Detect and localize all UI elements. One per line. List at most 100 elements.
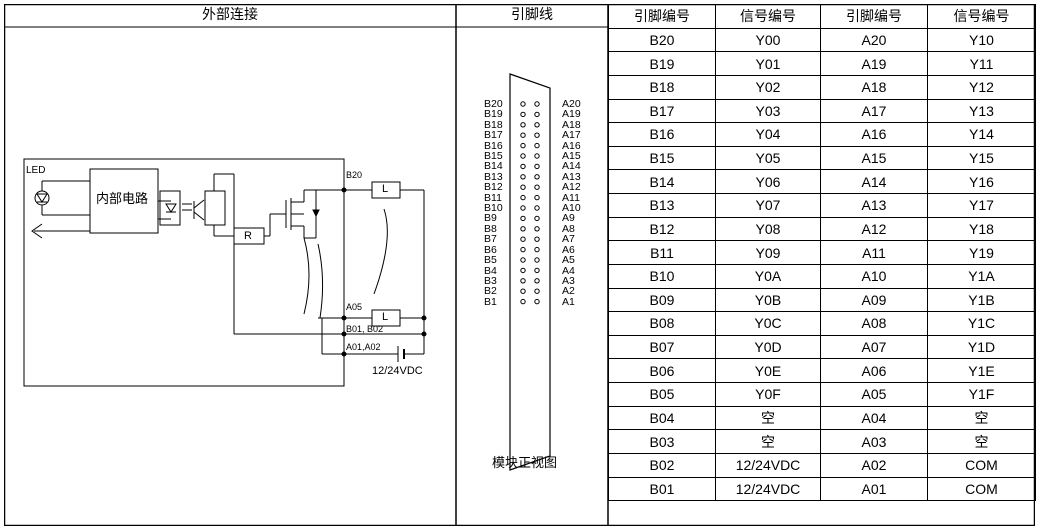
connector-pin-dot: [520, 174, 526, 180]
connector-pin-dot: [520, 184, 526, 190]
table-cell: Y02: [715, 74, 821, 100]
connector-pin-label: A16: [562, 139, 581, 152]
supply-label: 12/24VDC: [372, 365, 423, 377]
connector-pin-dot: [520, 163, 526, 170]
table-cell: Y14: [927, 122, 1036, 147]
table-cell: 空: [715, 429, 821, 454]
table-cell: A10: [820, 263, 928, 289]
table-cell: Y15: [927, 145, 1036, 171]
connector-pin-label: B9: [484, 212, 497, 225]
connector-pin-label: B16: [484, 139, 503, 152]
table-cell: Y0E: [715, 358, 821, 383]
connector-pin-label: A11: [562, 191, 580, 204]
connector-caption: 模块正视图: [492, 456, 558, 471]
header-pin-line: 引脚线: [511, 7, 553, 23]
connector-pin-dot: [520, 298, 526, 305]
table-cell: B04: [608, 405, 716, 431]
connector-pin-label: B13: [484, 170, 503, 183]
connector-pin-label: A5: [562, 254, 575, 267]
connector-pin-dot: [534, 246, 540, 253]
table-cell: B16: [608, 122, 716, 147]
connector-pin-label: B1: [484, 295, 497, 308]
table-header-row: 引脚编号 信号编号 引脚编号 信号编号: [608, 4, 1036, 29]
table-cell: Y03: [715, 98, 821, 124]
col-signal-no-a: 信号编号: [927, 4, 1036, 29]
b20-label: B20: [346, 170, 363, 180]
table-cell: Y19: [927, 240, 1036, 265]
table-cell: Y18: [927, 216, 1036, 242]
table-cell: B13: [608, 193, 716, 218]
internal-circuit-label: 内部电路: [96, 192, 149, 207]
connector-pin-label: B15: [484, 150, 503, 163]
table-cell: A11: [820, 240, 928, 265]
connector-pin-dot: [534, 153, 540, 159]
table-cell: Y0C: [715, 311, 821, 336]
table-cell: Y04: [715, 122, 821, 147]
connector-pin-dot: [520, 246, 526, 253]
table-cell: A07: [820, 334, 928, 360]
connector-pin-label: A17: [562, 129, 581, 142]
a01-a02-label: A01,A02: [346, 342, 381, 352]
load-label-1: L: [382, 183, 389, 195]
connector-pin-dot: [520, 226, 526, 232]
connector-pin-dot: [534, 132, 540, 138]
table-cell: B11: [608, 240, 716, 265]
table-cell: B06: [608, 358, 716, 383]
table-cell: B01: [608, 476, 716, 502]
connector-pin-dot: [534, 122, 540, 128]
connector-pin-dot: [534, 215, 540, 222]
connector-pin-label: A14: [562, 160, 581, 173]
connector-pin-dot: [520, 194, 526, 201]
table-cell: A01: [820, 476, 928, 502]
table-cell: Y05: [715, 145, 821, 171]
connector-pin-label: A3: [562, 274, 575, 287]
connector-pin-label: B10: [484, 202, 503, 215]
connector-pin-dot: [520, 278, 526, 284]
table-cell: B07: [608, 334, 716, 360]
table-cell: Y0A: [715, 263, 821, 289]
connector-pin-label: B8: [484, 222, 497, 235]
table-cell: Y00: [715, 27, 821, 53]
table-cell: B08: [608, 311, 716, 336]
connector-pin-label: B2: [484, 285, 497, 298]
table-cell: Y12: [927, 74, 1036, 100]
connector-pin-dot: [520, 142, 526, 149]
table-cell: Y1D: [927, 334, 1036, 360]
table-cell: Y08: [715, 216, 821, 242]
connector-pin-dot: [534, 163, 540, 170]
connector-pin-label: A13: [562, 170, 581, 183]
connector-pin-dot: [520, 215, 526, 222]
table-cell: Y1A: [927, 263, 1036, 289]
diagram-lines: [4, 4, 1035, 526]
table-cell: A14: [820, 169, 928, 194]
connector-pin-label: A10: [562, 202, 581, 215]
table-cell: A18: [820, 74, 928, 100]
connector-pin-dot: [534, 288, 540, 294]
table-cell: B02: [608, 452, 716, 478]
col-pin-no-b: 引脚编号: [608, 4, 716, 29]
connector-pin-label: B19: [484, 108, 503, 121]
connector-pin-label: A18: [562, 118, 581, 131]
connector-pin-label: B14: [484, 160, 503, 173]
connector-pin-label: A8: [562, 222, 575, 235]
table-cell: A08: [820, 311, 928, 336]
table-cell: B19: [608, 51, 716, 76]
connector-pin-label: B11: [484, 191, 502, 204]
connector-pin-dot: [534, 267, 540, 274]
table-cell: Y16: [927, 169, 1036, 194]
connector-pin-label: A6: [562, 243, 575, 256]
connector-pin-dot: [520, 257, 526, 263]
table-cell: B15: [608, 145, 716, 171]
table-cell: 12/24VDC: [715, 476, 821, 502]
